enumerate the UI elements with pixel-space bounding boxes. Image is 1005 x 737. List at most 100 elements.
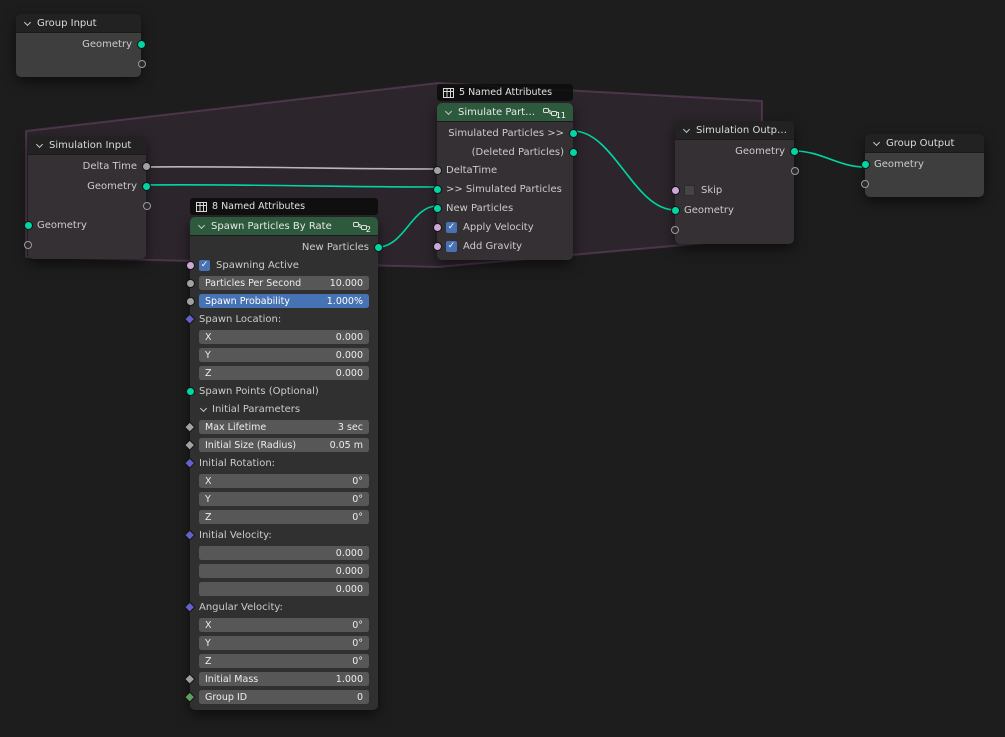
- group-output-body: Geometry: [865, 153, 984, 197]
- field-value: 0°: [352, 656, 363, 667]
- spawn-node-header[interactable]: Spawn Particles By Rate 2: [190, 217, 378, 236]
- angular-velocity-y-field[interactable]: Y 0°: [199, 636, 369, 650]
- add-gravity-socket[interactable]: [433, 242, 442, 251]
- group-input-header[interactable]: Group Input: [16, 14, 141, 33]
- spawn-location-y-field[interactable]: Y 0.000: [199, 348, 369, 362]
- simulated-particles-input-socket[interactable]: [433, 185, 442, 194]
- simulation-input-body: Delta Time Geometry Geometry: [28, 155, 146, 259]
- simulation-input-header[interactable]: Simulation Input: [28, 136, 146, 155]
- collapse-chevron-icon[interactable]: [197, 222, 206, 231]
- field-value: 0.000: [336, 350, 363, 361]
- spawn-location-x-field[interactable]: X 0.000: [199, 330, 369, 344]
- spawn-points-socket[interactable]: [186, 387, 195, 396]
- virtual-output-socket[interactable]: [138, 60, 146, 68]
- apply-velocity-socket[interactable]: [433, 223, 442, 232]
- collapse-chevron-icon[interactable]: [872, 139, 881, 148]
- initial-size-slider[interactable]: Initial Size (Radius) 0.05 m: [199, 438, 369, 452]
- field-label: Y: [205, 494, 352, 505]
- collapse-chevron-icon[interactable]: [23, 19, 32, 28]
- vector-field-row: 0.000: [190, 562, 378, 580]
- collapse-chevron-icon[interactable]: [35, 141, 44, 150]
- geometry-output-socket[interactable]: [790, 147, 799, 156]
- virtual-input-socket[interactable]: [24, 241, 32, 249]
- geometry-output-socket[interactable]: [137, 40, 146, 49]
- initial-mass-slider[interactable]: Initial Mass 1.000: [199, 672, 369, 686]
- group-input-body: Geometry: [16, 33, 141, 77]
- node-group-output[interactable]: Group Output Geometry: [865, 134, 984, 197]
- node-title: Group Input: [37, 18, 134, 29]
- collapse-chevron-icon[interactable]: [682, 126, 691, 135]
- node-title: Simulation Output: [696, 125, 787, 136]
- socket-label: Initial Rotation:: [199, 458, 275, 469]
- delta-time-output-socket[interactable]: [142, 162, 151, 171]
- virtual-row: [865, 174, 984, 193]
- initial-rotation-y-field[interactable]: Y 0°: [199, 492, 369, 506]
- simulation-output-header[interactable]: Simulation Output: [675, 121, 794, 140]
- socket-label: Geometry: [82, 39, 132, 50]
- spawning-active-checkbox[interactable]: ✓: [199, 260, 210, 271]
- spawn-probability-slider[interactable]: Spawn Probability 1.000%: [199, 294, 369, 308]
- add-gravity-checkbox[interactable]: ✓: [446, 241, 457, 252]
- socket-label: Geometry: [37, 220, 87, 231]
- apply-velocity-checkbox[interactable]: ✓: [446, 222, 457, 233]
- new-particles-output-socket[interactable]: [374, 243, 383, 252]
- angular-velocity-x-field[interactable]: X 0°: [199, 618, 369, 632]
- particles-per-second-socket[interactable]: [186, 279, 195, 288]
- vector-field-row: Y 0°: [190, 634, 378, 652]
- wire-output-geometry[interactable]: [794, 151, 865, 167]
- field-label: Z: [205, 512, 352, 523]
- node-group-glyph: [543, 106, 557, 118]
- field-value: 0°: [352, 512, 363, 523]
- new-particles-input-socket[interactable]: [433, 204, 442, 213]
- node-simulation-input[interactable]: Simulation Input Delta Time Geometry Geo…: [28, 136, 146, 259]
- node-group-input[interactable]: Group Input Geometry: [16, 14, 141, 77]
- group-output-header[interactable]: Group Output: [865, 134, 984, 153]
- node-simulate-particles[interactable]: 5 Named Attributes Simulate Particles 11…: [437, 103, 573, 260]
- simulated-particles-output-socket[interactable]: [569, 129, 578, 138]
- virtual-row: [675, 220, 794, 240]
- angular-velocity-z-field[interactable]: Z 0°: [199, 654, 369, 668]
- vector-field-row: Z 0°: [190, 508, 378, 526]
- virtual-output-socket[interactable]: [791, 167, 799, 175]
- simulate-node-header[interactable]: Simulate Particles 11: [437, 103, 573, 122]
- initial-velocity-z-field[interactable]: 0.000: [199, 582, 369, 596]
- slider-label: Group ID: [205, 692, 357, 703]
- spawning-active-socket[interactable]: [186, 261, 195, 270]
- field-value: 0°: [352, 620, 363, 631]
- geometry-input-socket[interactable]: [24, 221, 33, 230]
- field-label: X: [205, 476, 352, 487]
- geometry-input-socket[interactable]: [861, 160, 870, 169]
- skip-checkbox[interactable]: [684, 185, 695, 196]
- particles-per-second-slider[interactable]: Particles Per Second 10.000: [199, 276, 369, 290]
- virtual-input-socket[interactable]: [671, 226, 679, 234]
- initial-rotation-z-field[interactable]: Z 0°: [199, 510, 369, 524]
- slider-value: 10.000: [330, 278, 363, 289]
- field-label: Z: [205, 368, 336, 379]
- geometry-output-socket[interactable]: [142, 182, 151, 191]
- delta-time-input-socket[interactable]: [433, 166, 442, 175]
- slider-label: Spawn Probability: [205, 296, 327, 307]
- initial-velocity-y-field[interactable]: 0.000: [199, 564, 369, 578]
- max-lifetime-slider[interactable]: Max Lifetime 3 sec: [199, 420, 369, 434]
- virtual-output-socket[interactable]: [143, 202, 151, 210]
- skip-socket[interactable]: [671, 186, 680, 195]
- initial-velocity-x-field[interactable]: 0.000: [199, 546, 369, 560]
- spawn-probability-socket[interactable]: [186, 297, 195, 306]
- spawn-location-z-field[interactable]: Z 0.000: [199, 366, 369, 380]
- deleted-particles-output-socket[interactable]: [569, 148, 578, 157]
- node-title: Simulation Input: [49, 140, 139, 151]
- panel-header-row[interactable]: Initial Parameters: [190, 400, 378, 418]
- label-row: Spawn Location:: [190, 310, 378, 328]
- node-spawn-particles-by-rate[interactable]: 8 Named Attributes Spawn Particles By Ra…: [190, 217, 378, 710]
- virtual-input-socket[interactable]: [861, 180, 869, 188]
- field-value: 0.000: [336, 548, 363, 559]
- socket-label: Spawn Points (Optional): [199, 386, 319, 397]
- node-simulation-output[interactable]: Simulation Output Geometry Skip Geometry: [675, 121, 794, 244]
- group-id-slider[interactable]: Group ID 0: [199, 690, 369, 704]
- panel-chevron-icon[interactable]: [199, 405, 208, 414]
- geometry-input-socket[interactable]: [671, 206, 680, 215]
- virtual-row: [16, 54, 141, 73]
- collapse-chevron-icon[interactable]: [444, 108, 453, 117]
- initial-rotation-x-field[interactable]: X 0°: [199, 474, 369, 488]
